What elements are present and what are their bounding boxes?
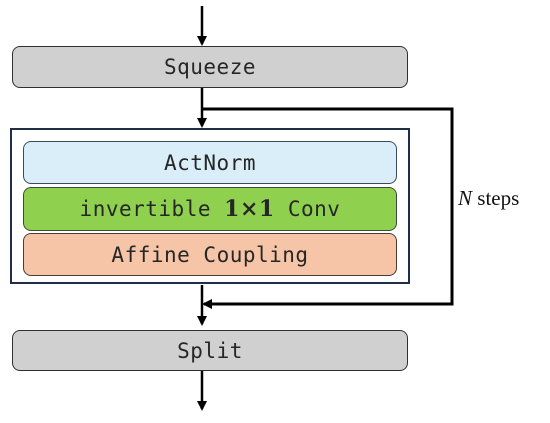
invertible-conv-box: invertible 1×1 Conv: [23, 187, 397, 231]
conv-label-suffix: Conv: [287, 197, 341, 221]
split-label: Split: [177, 338, 243, 363]
affine-coupling-box: Affine Coupling: [23, 233, 397, 276]
conv-label-math: 1×1: [224, 196, 275, 222]
split-box: Split: [12, 330, 408, 371]
n-variable: N: [458, 186, 473, 210]
actnorm-label: ActNorm: [163, 150, 256, 175]
affine-coupling-label: Affine Coupling: [111, 242, 309, 267]
steps-text: steps: [477, 186, 520, 210]
n-steps-label: N steps: [458, 186, 519, 211]
squeeze-box: Squeeze: [12, 46, 408, 88]
actnorm-box: ActNorm: [23, 141, 397, 184]
loop-path: [202, 107, 454, 306]
squeeze-label: Squeeze: [163, 55, 256, 79]
conv-label-prefix: invertible: [79, 197, 211, 221]
